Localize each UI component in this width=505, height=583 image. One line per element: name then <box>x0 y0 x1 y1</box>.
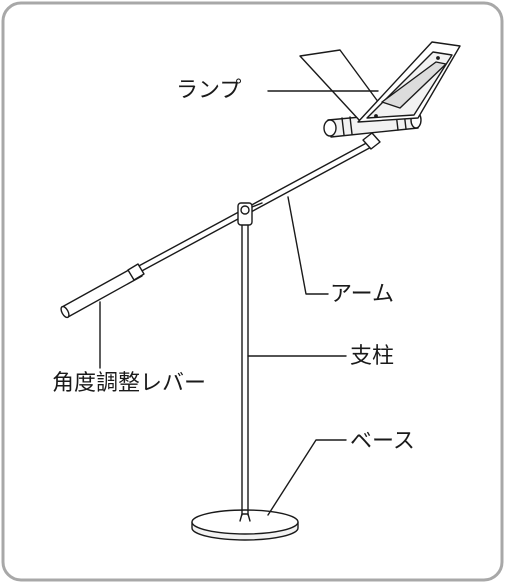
lever-handle <box>60 263 145 319</box>
leader-lines <box>99 90 379 516</box>
arm-rod <box>134 139 376 274</box>
label-lamp: ランプ <box>176 78 242 103</box>
lamp-panel-front <box>357 41 461 123</box>
label-arm: アーム <box>330 282 395 307</box>
base-disc <box>191 509 299 541</box>
label-base: ベース <box>350 429 415 454</box>
pole-joint <box>237 202 263 226</box>
pole <box>241 224 249 516</box>
arm-lamp-joint <box>362 132 381 150</box>
label-pole: 支柱 <box>350 344 395 369</box>
leader-arm <box>287 196 329 295</box>
label-lever: 角度調整レバー <box>52 371 207 396</box>
leader-base <box>267 439 347 516</box>
